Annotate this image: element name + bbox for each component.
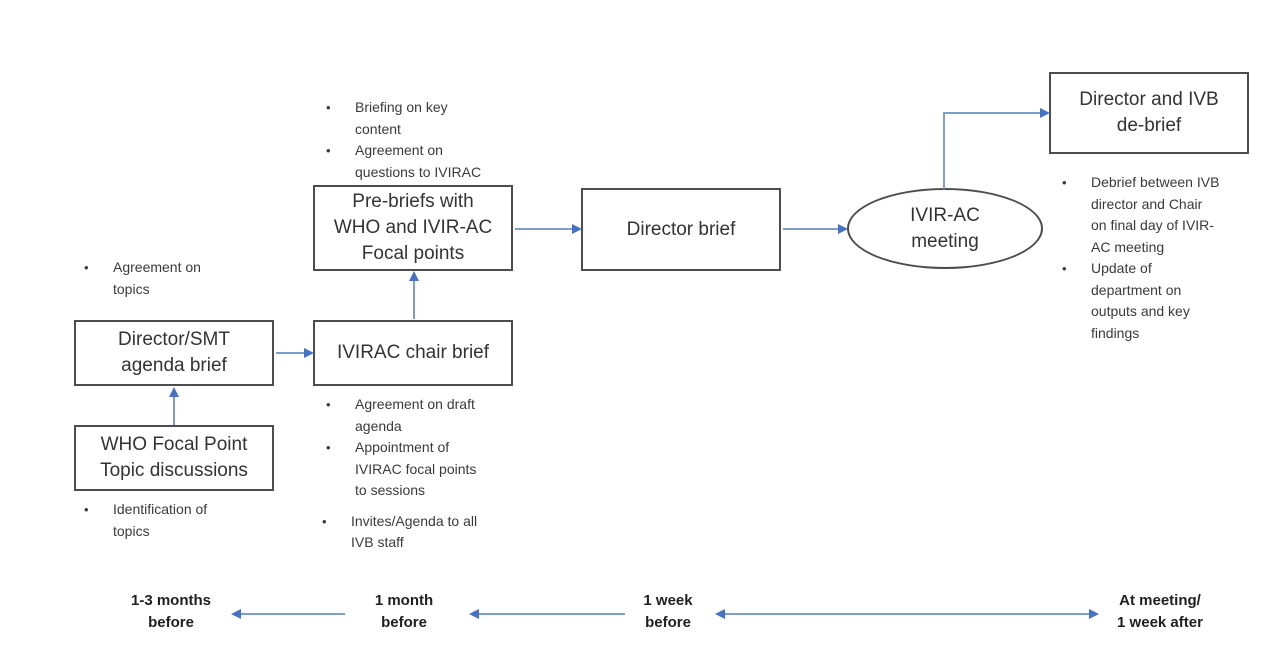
bullet-icon: • (322, 513, 327, 529)
node-who-focal-point-topic-discussions: WHO Focal Point Topic discussions (74, 425, 274, 491)
note-text: Agreement on topics (113, 259, 201, 297)
timeline-arrow-2 (469, 609, 625, 619)
note-text: Agreement on questions to IVIRAC (355, 142, 482, 180)
arrow-who-to-director-smt (169, 387, 179, 425)
bullet-icon: • (326, 397, 331, 412)
notes-director-smt-agenda: • Agreement on topics (84, 257, 228, 300)
node-director-smt-agenda-brief: Director/SMT agenda brief (74, 320, 274, 386)
timeline-label-1-week-before: 1 week before (643, 592, 693, 631)
note-item: • Invites/Agenda to all IVB staff (322, 511, 487, 554)
notes-pre-briefs: • Briefing on key content • Agreement on… (326, 97, 490, 183)
arrow-pre-briefs-to-director-brief (515, 224, 582, 234)
notes-ivirac-chair: • Agreement on draft agenda • Appointmen… (322, 394, 487, 554)
note-item: • Agreement on questions to IVIRAC (326, 140, 490, 183)
note-item: • Briefing on key content (326, 97, 490, 140)
arrow-director-brief-to-meeting (783, 224, 848, 234)
connector-meeting-to-debrief-vertical (943, 113, 945, 189)
notes-director-ivb-debrief: • Debrief between IVB director and Chair… (1062, 172, 1221, 344)
bullet-icon: • (326, 440, 331, 455)
note-text: Briefing on key content (355, 99, 448, 137)
notes-who-focal-topics: • Identification of topics (84, 499, 228, 542)
arrow-director-smt-to-ivirac-chair (276, 348, 314, 358)
note-text: Update of department on outputs and key … (1091, 260, 1190, 341)
note-text: Agreement on draft agenda (355, 396, 475, 434)
timeline-label-at-meeting: At meeting/ 1 week after (1117, 592, 1203, 631)
bullet-icon: • (326, 143, 331, 158)
node-director-brief: Director brief (581, 188, 781, 271)
note-item: • Identification of topics (84, 499, 228, 542)
bullet-icon: • (1062, 175, 1067, 190)
note-item: • Agreement on topics (84, 257, 228, 300)
node-ivir-ac-meeting: IVIR-AC meeting (847, 188, 1043, 269)
bullet-icon: • (84, 260, 89, 275)
timeline-label-1-month-before: 1 month before (374, 592, 434, 631)
note-item: • Debrief between IVB director and Chair… (1062, 172, 1221, 258)
arrow-ivirac-chair-to-pre-briefs (409, 271, 419, 319)
bullet-icon: • (1062, 261, 1067, 276)
node-ivirac-chair-brief: IVIRAC chair brief (313, 320, 513, 386)
note-text: Appointment of IVIRAC focal points to se… (355, 439, 477, 498)
note-item: • Update of department on outputs and ke… (1062, 258, 1221, 344)
connector-meeting-to-debrief-arrow (943, 108, 1050, 118)
note-text: Debrief between IVB director and Chair o… (1091, 174, 1220, 255)
timeline-arrow-1 (231, 609, 345, 619)
bullet-icon: • (84, 502, 89, 517)
bullet-icon: • (326, 100, 331, 115)
note-text: Invites/Agenda to all IVB staff (351, 512, 478, 551)
note-text: Identification of topics (113, 501, 208, 539)
note-item: • Appointment of IVIRAC focal points to … (326, 437, 487, 502)
timeline-arrow-3-double (715, 609, 1099, 619)
node-director-ivb-debrief: Director and IVB de-brief (1049, 72, 1249, 154)
node-pre-briefs-focal-points: Pre-briefs with WHO and IVIR-AC Focal po… (313, 185, 513, 271)
note-item: • Agreement on draft agenda (326, 394, 487, 437)
timeline-label-1-3-months-before: 1-3 months before (130, 592, 211, 631)
